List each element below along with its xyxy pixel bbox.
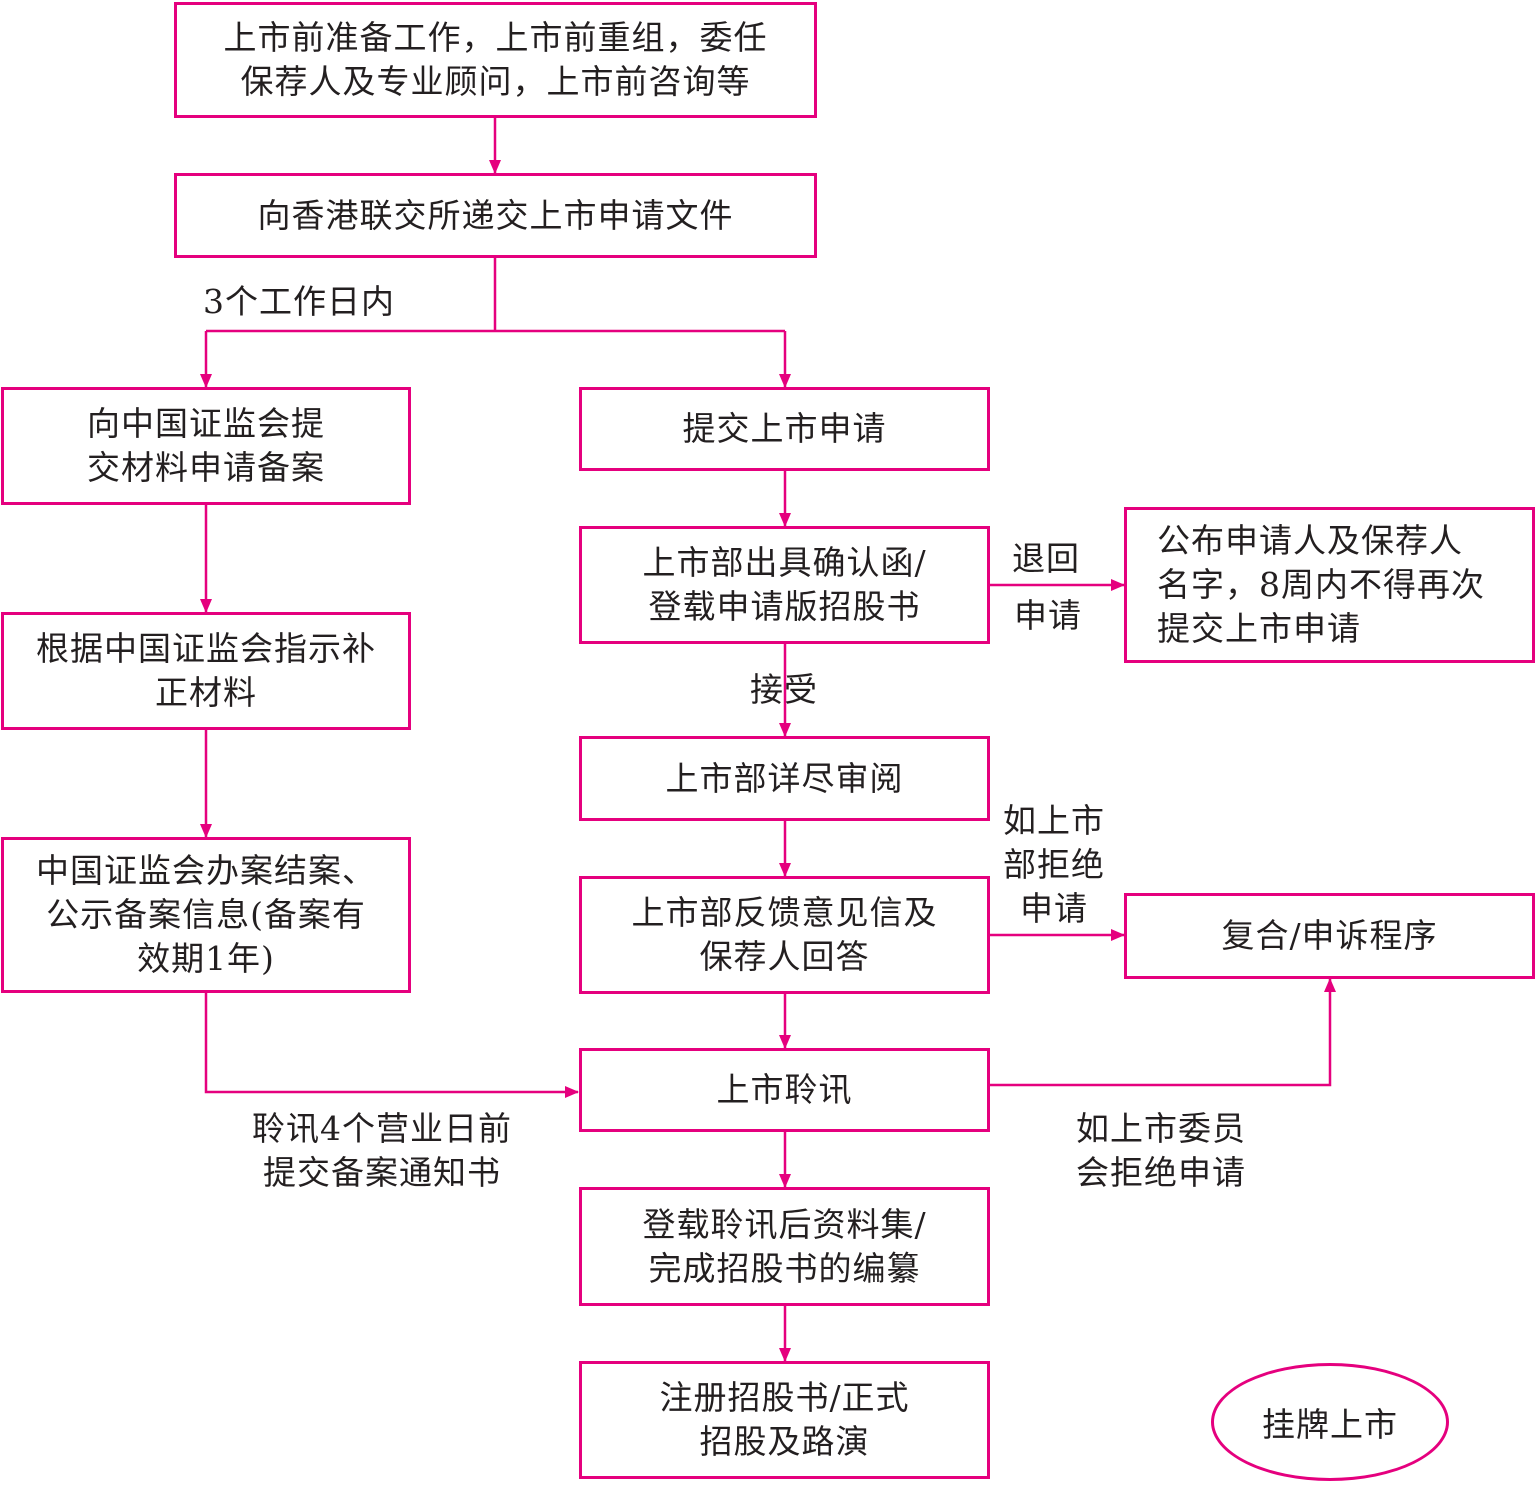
node-csrc-close-line-2: 公示备案信息(备案有 [46,895,366,934]
node-submit-application: 提交上市申请 [579,387,990,471]
node-register: 注册招股书/正式 招股及路演 [579,1361,990,1479]
node-feedback-line-1: 上市部反馈意见信及 [631,893,938,932]
node-listing: 挂牌上市 [1211,1363,1449,1481]
node-post-hearing-line-2: 完成招股书的编纂 [648,1248,921,1288]
node-csrc-close: 中国证监会办案结案、 公示备案信息(备案有 效期1年) [1,837,411,993]
label-hearing-notice-line-2: 提交备案通知书 [263,1153,501,1192]
label-dept-reject-line-1: 如上市 [1003,801,1105,840]
label-dept-reject-line-3: 申请 [1020,889,1088,928]
node-csrc-close-line-3: 效期1年) [137,939,275,978]
node-confirmation: 上市部出具确认函/ 登载申请版招股书 [579,526,990,644]
node-csrc-supplement-line-1: 根据中国证监会指示补 [36,629,376,668]
node-listing-label: 挂牌上市 [1262,1405,1398,1444]
node-csrc-filing-line-2: 交材料申请备案 [87,448,325,487]
node-csrc-supplement-line-2: 正材料 [155,673,257,712]
arrow-hearing-to-appeal [990,978,1336,1087]
node-csrc-supplement: 根据中国证监会指示补 正材料 [1,612,411,730]
node-submit-docs: 向香港联交所递交上市申请文件 [174,173,817,258]
node-submit-application-line-1: 提交上市申请 [682,409,887,448]
node-hearing-line-1: 上市聆讯 [716,1070,853,1109]
label-dept-reject: 如上市 部拒绝 申请 [1003,799,1105,931]
label-return-1: 退回 [1012,539,1080,578]
node-register-line-1: 注册招股书/正式 [659,1378,910,1417]
node-review: 上市部详尽审阅 [579,736,990,821]
node-post-hearing-line-1: 登载聆讯后资料集/ [642,1204,927,1244]
node-appeal: 复合/申诉程序 [1124,893,1535,979]
node-feedback: 上市部反馈意见信及 保荐人回答 [579,876,990,994]
node-post-hearing: 登载聆讯后资料集/ 完成招股书的编纂 [579,1187,990,1306]
node-csrc-filing-line-1: 向中国证监会提 [87,404,325,443]
label-return-2: 申请 [1014,596,1082,635]
node-csrc-filing: 向中国证监会提 交材料申请备案 [1,387,411,505]
arrow-close-to-hearing [204,993,579,1098]
node-confirmation-line-2: 登载申请版招股书 [648,587,921,626]
node-review-line-1: 上市部详尽审阅 [665,758,904,798]
label-committee-reject-line-2: 会拒绝申请 [1076,1153,1246,1192]
label-committee-reject-line-1: 如上市委员 [1076,1109,1246,1148]
node-rejected-notice: 公布申请人及保荐人 名字，8周内不得再次 提交上市申请 [1124,507,1535,663]
node-rejected-notice-line-2: 名字，8周内不得再次 [1157,565,1485,604]
label-accept: 接受 [750,670,818,709]
node-prep-line-2: 保荐人及专业顾问，上市前咨询等 [240,62,751,101]
node-register-line-2: 招股及路演 [699,1422,870,1461]
node-submit-docs-line-1: 向香港联交所递交上市申请文件 [257,195,734,235]
node-appeal-line-1: 复合/申诉程序 [1221,916,1438,955]
label-three-days: 3个工作日内 [203,282,395,321]
label-committee-reject: 如上市委员 会拒绝申请 [1076,1107,1246,1195]
label-hearing-notice-line-1: 聆讯4个营业日前 [252,1109,512,1148]
node-prep: 上市前准备工作，上市前重组，委任 保荐人及专业顾问，上市前咨询等 [174,2,817,118]
label-hearing-notice: 聆讯4个营业日前 提交备案通知书 [252,1107,512,1195]
node-rejected-notice-line-3: 提交上市申请 [1157,609,1361,648]
node-feedback-line-2: 保荐人回答 [699,937,870,976]
node-prep-line-1: 上市前准备工作，上市前重组，委任 [223,18,768,57]
label-dept-reject-line-2: 部拒绝 [1003,845,1105,884]
node-csrc-close-line-1: 中国证监会办案结案、 [36,851,376,890]
node-confirmation-line-1: 上市部出具确认函/ [642,543,927,582]
node-rejected-notice-line-1: 公布申请人及保荐人 [1157,521,1463,560]
node-hearing: 上市聆讯 [579,1048,990,1132]
